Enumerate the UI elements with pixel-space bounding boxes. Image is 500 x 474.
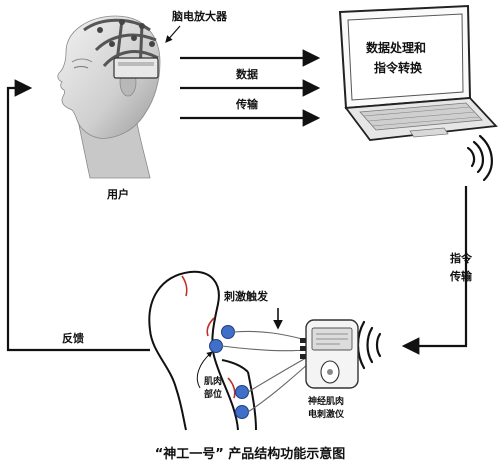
wireless-signal-icon [466,134,493,182]
device-label-line1: 神经肌肉 [308,395,344,407]
human-head-with-eeg-cap-icon [57,15,161,179]
muscle-site-label-line2: 部位 [204,388,222,400]
amplifier-pointer-arrow [165,25,181,43]
command-label-line1: 指令 [450,251,473,265]
muscle-site-label-line1: 肌肉 [203,375,222,387]
data-label: 数据 [236,67,258,81]
data-transmission-arrows [180,49,321,127]
user-label: 用户 [107,187,129,201]
transmission-label: 传输 [235,97,259,111]
stimulator-device-icon [300,319,359,389]
muscle-site-pointer [196,351,213,389]
figure-caption: “神工一号” 产品结构功能示意图 [155,446,346,462]
feedback-arrow [6,79,150,352]
muscle-marks [181,275,236,399]
wireless-signal-icon-device [356,320,382,370]
stimulus-trigger-label: 刺激触发 [223,289,269,303]
device-label-line2: 电刺激仪 [308,408,345,420]
laptop-icon [338,4,498,141]
amplifier-label: 脑电放大器 [172,9,228,23]
command-transmission-arrow [401,186,468,355]
electrode-wires [221,330,309,413]
feedback-label: 反馈 [62,331,84,345]
laptop-screen-line1: 数据处理和 [366,40,426,55]
laptop-screen-line2: 指令转换 [374,60,423,75]
command-label-line2: 传输 [449,269,473,283]
electrode-pad-icon [209,325,249,419]
leg-outline-icon [148,270,257,431]
